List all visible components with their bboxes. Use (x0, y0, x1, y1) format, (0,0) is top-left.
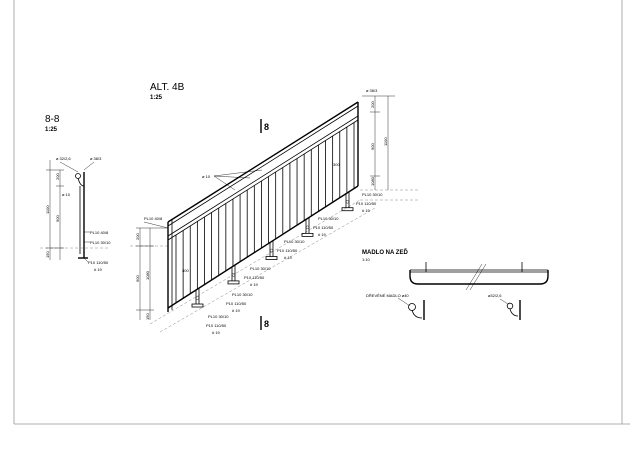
svg-text:PL10 40/8: PL10 40/8 (144, 216, 163, 221)
post (191, 288, 204, 308)
svg-text:⌀ 38/3: ⌀ 38/3 (90, 156, 102, 161)
svg-text:150: 150 (45, 251, 50, 258)
bar-10-leader: ⌀ 10 (202, 169, 263, 191)
svg-text:# 19: # 19 (232, 308, 241, 313)
svg-text:1100: 1100 (383, 137, 388, 146)
svg-text:⌀ 32/2,6: ⌀ 32/2,6 (56, 156, 71, 161)
svg-text:# 19: # 19 (212, 330, 221, 335)
svg-text:# 19: # 19 (250, 282, 259, 287)
svg-text:# 19: # 19 (362, 208, 371, 213)
svg-text:200: 200 (135, 233, 140, 240)
baluster-bars (175, 122, 355, 303)
svg-text:# 19: # 19 (94, 267, 103, 272)
post (265, 240, 278, 260)
svg-text:# 19: # 19 (284, 255, 293, 260)
section-8-8-view: 8-8 1:25 ⌀ 32/2,6 ⌀ 38/3 200 900 1100 15… (40, 114, 111, 272)
svg-text:⌀ 10: ⌀ 10 (202, 174, 211, 179)
svg-text:PL10 30/10: PL10 30/10 (318, 216, 339, 221)
post (227, 264, 240, 285)
svg-text:P10 110/50: P10 110/50 (244, 275, 265, 280)
post (341, 191, 354, 212)
svg-text:PL10 30/10: PL10 30/10 (232, 292, 253, 297)
alt-view-title: ALT. 4B (150, 82, 185, 93)
svg-text:PL10 30/10: PL10 30/10 (250, 266, 271, 271)
svg-text:1080: 1080 (370, 176, 375, 186)
svg-text:300: 300 (182, 268, 189, 273)
svg-text:DŘEVĚNÉ MADLO ⌀40: DŘEVĚNÉ MADLO ⌀40 (366, 293, 409, 298)
section-mark-top: 8 (260, 119, 269, 133)
svg-text:P10 110/50: P10 110/50 (313, 225, 334, 230)
alt-4b-view: ALT. 4B 1:25 8 8 (130, 82, 420, 335)
svg-text:⌀32/2,6: ⌀32/2,6 (488, 293, 502, 298)
svg-text:150: 150 (145, 313, 150, 320)
svg-text:P10 110/50: P10 110/50 (277, 248, 298, 253)
svg-text:P10 110/50: P10 110/50 (206, 323, 227, 328)
svg-text:200: 200 (55, 173, 60, 180)
svg-text:PL10 40/8: PL10 40/8 (90, 230, 109, 235)
svg-text:⌀ 38/3: ⌀ 38/3 (366, 88, 378, 93)
drawing-frame (13, 0, 630, 425)
svg-text:PL10 30/10: PL10 30/10 (284, 239, 305, 244)
svg-text:1080: 1080 (145, 270, 150, 280)
svg-text:⌀ 10: ⌀ 10 (62, 192, 71, 197)
svg-text:200: 200 (370, 101, 375, 108)
svg-text:1100: 1100 (45, 205, 50, 214)
svg-text:PL10 30/10: PL10 30/10 (90, 240, 111, 245)
svg-text:900: 900 (370, 143, 375, 150)
svg-text:P10 110/50: P10 110/50 (88, 260, 109, 265)
svg-text:8: 8 (264, 319, 269, 329)
svg-text:PL10 30/10: PL10 30/10 (362, 192, 383, 197)
section-mark-bottom: 8 (260, 316, 269, 330)
post-labels: PL10 30/10 P10 110/50 # 19 PL10 30/10 P1… (206, 192, 383, 335)
svg-text:8: 8 (264, 122, 269, 132)
post (301, 217, 314, 237)
posts (191, 191, 354, 308)
section-view-scale: 1:25 (45, 127, 58, 133)
railing-frame (167, 101, 359, 312)
svg-text:# 19: # 19 (318, 232, 327, 237)
handrail-view-title: MADLO NA ZEĎ (362, 248, 408, 256)
handrail-wall-view: MADLO NA ZEĎ 1:10 DŘEVĚNÉ MADLO ⌀40 ⌀32/… (362, 248, 549, 320)
svg-text:300: 300 (333, 162, 340, 167)
left-dimension-chain: 200 900 1080 150 PL10 40/8 (135, 216, 169, 320)
svg-text:P10 110/50: P10 110/50 (226, 301, 247, 306)
stair-outline (130, 189, 420, 333)
right-dimension-chain: 200 900 1080 1100 ⌀ 38/3 (362, 88, 395, 190)
svg-text:900: 900 (55, 215, 60, 222)
svg-text:P10 110/50: P10 110/50 (356, 201, 377, 206)
svg-text:PL10 30/10: PL10 30/10 (208, 314, 229, 319)
alt-view-scale: 1:25 (150, 95, 163, 101)
section-view-title: 8-8 (45, 114, 60, 125)
handrail-view-scale: 1:10 (362, 257, 371, 262)
svg-text:900: 900 (135, 275, 140, 282)
